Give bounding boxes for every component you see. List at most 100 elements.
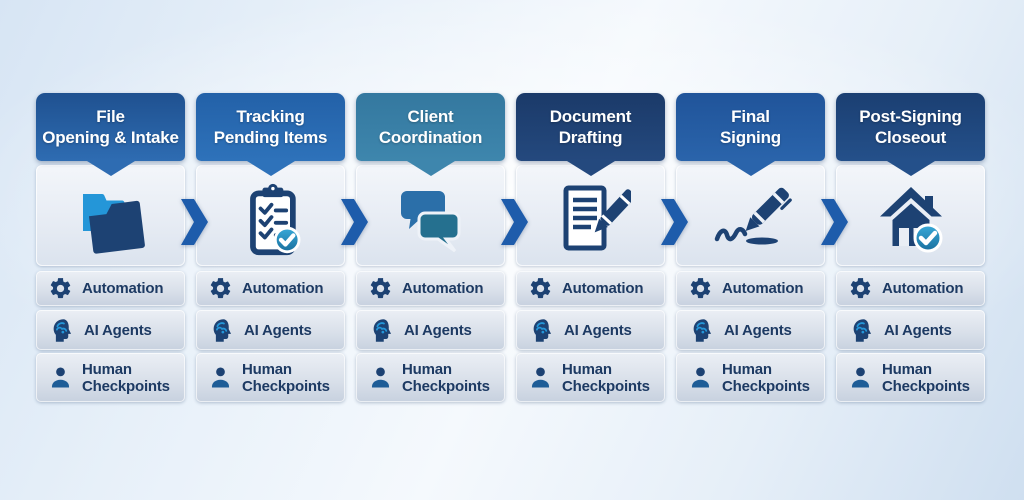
stage-card-final-signing: Final Signing [676, 93, 825, 402]
stage-title-line1: Document [549, 107, 632, 126]
human-checkpoints-label: Human Checkpoints [82, 360, 170, 395]
automation-row: Automation [36, 271, 185, 306]
arrow-right-icon [661, 199, 688, 245]
ai-brain-icon [528, 317, 555, 344]
ai-brain-icon [48, 317, 75, 344]
ai-agents-row: AI Agents [196, 310, 345, 350]
ai-agents-label: AI Agents [724, 321, 792, 339]
gear-icon [528, 276, 553, 301]
stage-icon-box [196, 165, 345, 266]
stage-header: Tracking Pending Items [196, 93, 345, 176]
gear-icon [368, 276, 393, 301]
stage-title-line2: Drafting [558, 128, 623, 147]
header-pointer [726, 161, 775, 176]
automation-row: Automation [836, 271, 985, 306]
chat-bubbles-icon [391, 179, 471, 259]
automation-label: Automation [882, 280, 964, 297]
arrow-right-icon [181, 199, 208, 245]
automation-row: Automation [516, 271, 665, 306]
person-icon [48, 365, 73, 390]
arrow-right-icon [341, 199, 368, 245]
automation-label: Automation [722, 280, 804, 297]
ai-brain-icon [208, 317, 235, 344]
stage-title-line1: Client [407, 107, 454, 126]
automation-label: Automation [82, 280, 164, 297]
stage-title-line1: Post-Signing [859, 107, 962, 126]
stage-header: Client Coordination [356, 93, 505, 176]
stage-header: Post-Signing Closeout [836, 93, 985, 176]
document-pen-icon [551, 179, 631, 259]
stage-card-document-drafting: Document Drafting [516, 93, 665, 402]
human-checkpoints-row: Human Checkpoints [676, 353, 825, 402]
stage-header: File Opening & Intake [36, 93, 185, 176]
automation-row: Automation [676, 271, 825, 306]
stage-header: Final Signing [676, 93, 825, 176]
automation-row: Automation [356, 271, 505, 306]
stage-card-file-opening: File Opening & Intake Automation [36, 93, 185, 402]
stage-card-tracking: Tracking Pending Items [196, 93, 345, 402]
stage-icon-box [356, 165, 505, 266]
human-checkpoints-row: Human Checkpoints [356, 353, 505, 402]
automation-row: Automation [196, 271, 345, 306]
automation-label: Automation [402, 280, 484, 297]
person-icon [368, 365, 393, 390]
person-icon [528, 365, 553, 390]
ai-brain-icon [368, 317, 395, 344]
stage-title-line2: Coordination [378, 128, 483, 147]
gear-icon [688, 276, 713, 301]
stage-header: Document Drafting [516, 93, 665, 176]
stage-card-client-coordination: Client Coordination Automation [356, 93, 505, 402]
stage-title-line2: Signing [720, 128, 781, 147]
stage-icon-box [676, 165, 825, 266]
ai-agents-label: AI Agents [404, 321, 472, 339]
pen-signature-icon [709, 179, 793, 259]
human-checkpoints-row: Human Checkpoints [196, 353, 345, 402]
arrow-right-icon [501, 199, 528, 245]
person-icon [208, 365, 233, 390]
human-checkpoints-label: Human Checkpoints [562, 360, 650, 395]
ai-agents-row: AI Agents [516, 310, 665, 350]
ai-agents-row: AI Agents [676, 310, 825, 350]
stage-title-line1: Final [731, 107, 770, 126]
arrow-right-icon [821, 199, 848, 245]
stage-card-post-signing: Post-Signing Closeout Automat [836, 93, 985, 402]
ai-agents-row: AI Agents [356, 310, 505, 350]
folder-icon [71, 179, 151, 259]
person-icon [848, 365, 873, 390]
ai-agents-row: AI Agents [836, 310, 985, 350]
human-checkpoints-label: Human Checkpoints [882, 360, 970, 395]
automation-label: Automation [242, 280, 324, 297]
ai-agents-label: AI Agents [244, 321, 312, 339]
human-checkpoints-row: Human Checkpoints [36, 353, 185, 402]
stage-icon-box [836, 165, 985, 266]
ai-agents-label: AI Agents [884, 321, 952, 339]
ai-brain-icon [688, 317, 715, 344]
human-checkpoints-label: Human Checkpoints [722, 360, 810, 395]
stage-title-line1: Tracking [236, 107, 305, 126]
ai-brain-icon [848, 317, 875, 344]
human-checkpoints-label: Human Checkpoints [402, 360, 490, 395]
stage-icon-box [516, 165, 665, 266]
stage-title-line1: File [96, 107, 125, 126]
header-pointer [566, 161, 615, 176]
gear-icon [848, 276, 873, 301]
header-pointer [86, 161, 135, 176]
ai-agents-label: AI Agents [84, 321, 152, 339]
person-icon [688, 365, 713, 390]
human-checkpoints-row: Human Checkpoints [516, 353, 665, 402]
header-pointer [246, 161, 295, 176]
house-check-icon [871, 179, 951, 259]
stage-title-line2: Opening & Intake [42, 128, 179, 147]
stage-title-line2: Pending Items [213, 128, 328, 147]
gear-icon [208, 276, 233, 301]
stage-icon-box [36, 165, 185, 266]
ai-agents-label: AI Agents [564, 321, 632, 339]
header-pointer [886, 161, 935, 176]
ai-agents-row: AI Agents [36, 310, 185, 350]
clipboard-check-icon [233, 179, 309, 259]
automation-label: Automation [562, 280, 644, 297]
gear-icon [48, 276, 73, 301]
stage-title-line2: Closeout [874, 128, 947, 147]
human-checkpoints-label: Human Checkpoints [242, 360, 330, 395]
